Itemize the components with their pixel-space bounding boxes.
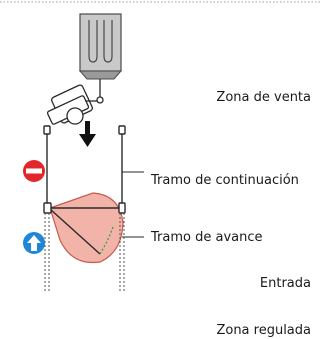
label-tramo-avance: Tramo de avance <box>151 230 263 245</box>
up-arrow-sign-icon <box>23 232 45 254</box>
counter-connector <box>96 79 104 104</box>
gate-arm <box>43 202 144 255</box>
label-entrada: Entrada <box>259 276 311 291</box>
label-zona-venta: Zona de venta <box>216 90 311 105</box>
checkout-counter <box>78 13 123 80</box>
label-tramo-continuacion: Tramo de continuación <box>151 173 299 188</box>
down-arrow <box>79 121 96 147</box>
no-entry-icon <box>23 160 45 182</box>
swing-area <box>49 192 124 264</box>
entry-posts <box>44 213 125 292</box>
label-zona-regulada: Zona regulada <box>216 323 311 338</box>
person-with-cart-icon <box>46 84 97 125</box>
gate-continuation <box>43 125 144 207</box>
